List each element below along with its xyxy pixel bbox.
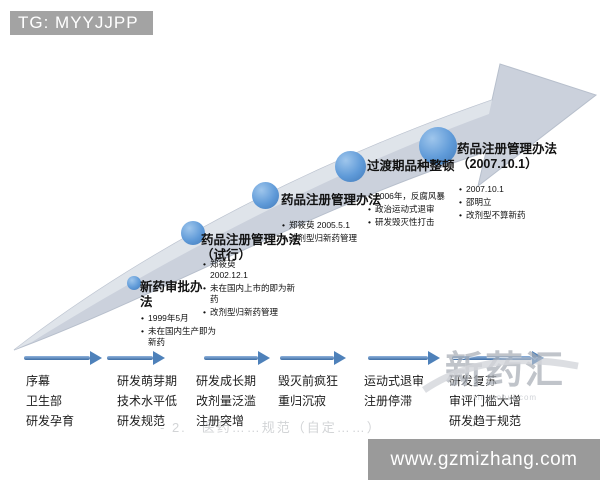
milestone-dot-3: [252, 182, 279, 209]
stage-arrow-5: [368, 351, 440, 365]
milestone-title-4: 过渡期品种整顿: [367, 159, 455, 173]
logo-swoosh-icon: [422, 357, 579, 393]
bullet: 改剂型归新药管理: [282, 233, 390, 244]
milestone-dot-4: [335, 151, 366, 182]
bullet: 郑筱萸 2002.12.1: [203, 259, 273, 281]
stage-line: 毁灭前疯狂: [278, 374, 339, 388]
stage-label-1: 序幕 卫生部 研发孕育: [26, 371, 74, 431]
site-url-bar: www.gzmizhang.com: [368, 439, 600, 480]
milestone-dot-2: [181, 221, 205, 245]
milestone-title-3: 药品注册管理办法: [281, 193, 382, 207]
stage-line: 研发孕育: [26, 414, 75, 428]
stage-label-3: 研发成长期 改剂量泛滥 注册突增: [196, 371, 256, 431]
tg-badge: TG: MYYJJPP: [10, 11, 153, 35]
milestone-bullets-5: 2007.10.1 邵明立 改剂型不算新药: [459, 184, 573, 223]
xinyaohui-watermark: 新药汇 xinyaohui.com: [422, 351, 580, 402]
stage-line: 研发规范: [117, 414, 166, 428]
stage-line: 技术水平低: [117, 394, 178, 408]
bullet: 2007.10.1: [459, 184, 573, 195]
stage-line: 研发成长期: [196, 374, 257, 388]
milestone-bullets-2: 郑筱萸 2002.12.1 未在国内上市的即为新药 改剂型归新药管理: [203, 259, 295, 320]
stage-label-5: 运动式退审 注册停滞: [364, 371, 424, 411]
milestone-title-1: 新药审批办法: [140, 280, 203, 309]
stage-line: 审评门槛大增: [449, 394, 522, 408]
milestone-dot-1: [127, 276, 141, 290]
bullet: 邵明立: [459, 197, 573, 208]
milestone-bullets-3: 郑筱萸 2005.5.1 改剂型归新药管理: [282, 220, 390, 246]
stage-line: 研发复苏: [449, 374, 498, 388]
bullet: 研发毁灭性打击: [368, 217, 474, 228]
stage-line: 重归沉寂: [278, 394, 327, 408]
milestone-dot-5: [419, 127, 457, 165]
bullet: 未在国内上市的即为新药: [203, 283, 298, 305]
stage-line: 卫生部: [26, 394, 63, 408]
milestone-bullets-1: 1999年5月 未在国内生产即为新药: [141, 313, 217, 350]
bullet: 未在国内生产即为新药: [141, 326, 217, 348]
bullet: 郑筱萸 2005.5.1: [282, 220, 390, 231]
stage-label-6: 研发复苏 审评门槛大增 研发趋于规范: [449, 371, 521, 431]
stage-arrow-3: [204, 351, 270, 365]
stage-line: 序幕: [26, 374, 51, 388]
logo-sub-text: xinyaohui.com: [472, 392, 538, 402]
stage-line: 研发趋于规范: [449, 414, 522, 428]
stage-label-2: 研发萌芽期 技术水平低 研发规范: [117, 371, 177, 431]
stage-label-4: 毁灭前疯狂 重归沉寂: [278, 371, 338, 411]
stage-line: 研发萌芽期: [117, 374, 178, 388]
bullet: 政治运动式退审: [368, 204, 474, 215]
ghost-watermark-text: - 2. 医药……规范（自定……）: [160, 420, 382, 435]
bullet: 1999年5月: [141, 313, 217, 324]
stage-arrow-1: [24, 351, 102, 365]
bullet: 2006年，反腐风暴: [368, 191, 474, 202]
bullet: 改剂型归新药管理: [203, 307, 298, 318]
stage-line: 运动式退审: [364, 374, 425, 388]
bullet: 改剂型不算新药: [459, 210, 573, 221]
stage-arrow-2: [107, 351, 165, 365]
stage-line: 注册停滞: [364, 394, 413, 408]
stage-line: 注册突增: [196, 414, 245, 428]
stage-arrow-4: [280, 351, 346, 365]
milestone-bullets-4: 2006年，反腐风暴 政治运动式退审 研发毁灭性打击: [368, 191, 474, 230]
stage-line: 改剂量泛滥: [196, 394, 257, 408]
milestone-title-5: 药品注册管理办法（2007.10.1）: [457, 142, 558, 171]
